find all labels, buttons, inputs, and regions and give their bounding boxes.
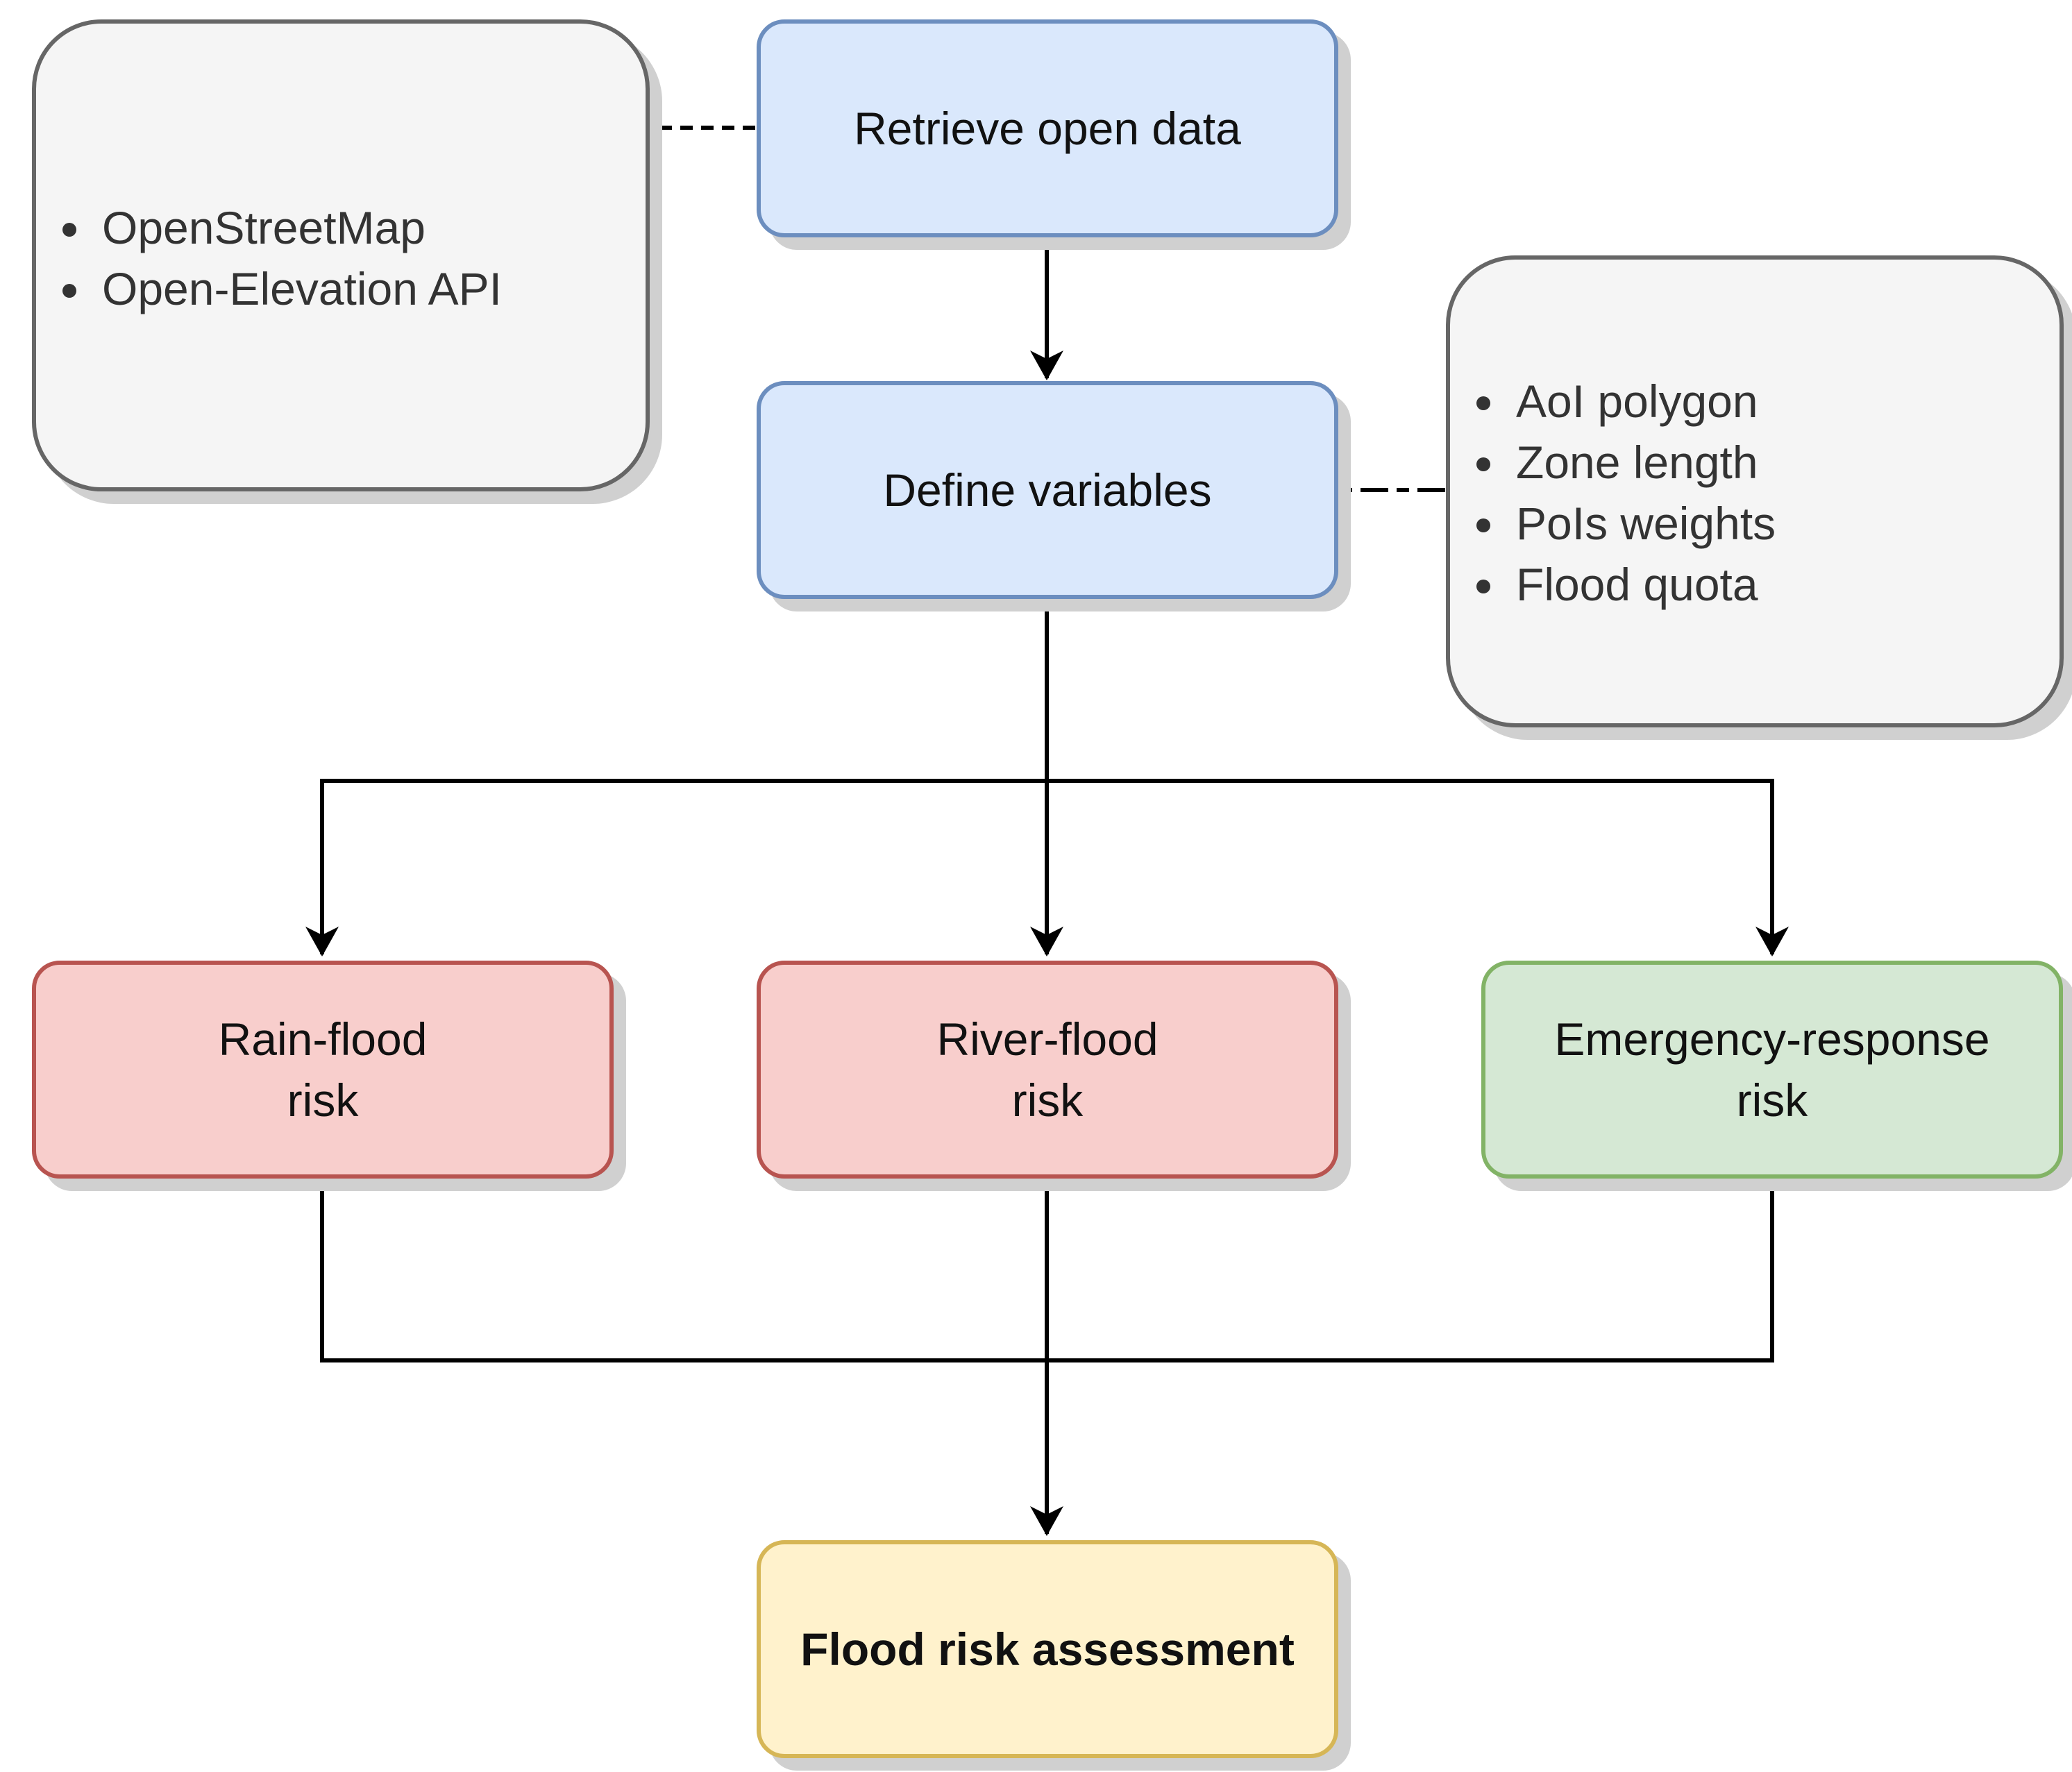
variables-note: AoI polygon Zone length PoIs weights Flo… bbox=[1446, 255, 2064, 727]
define-variables-label: Define variables bbox=[883, 464, 1212, 516]
variable-item: Zone length bbox=[1509, 432, 1776, 493]
river-flood-risk-box[interactable]: River-flood risk bbox=[757, 961, 1338, 1179]
emergency-response-risk-label: Emergency-response risk bbox=[1554, 1013, 1990, 1126]
arrowhead-assessment bbox=[1030, 1506, 1063, 1536]
branch-line bbox=[320, 779, 1774, 954]
rain-flood-risk-box[interactable]: Rain-flood risk bbox=[32, 961, 614, 1179]
flood-risk-assessment-box[interactable]: Flood risk assessment bbox=[757, 1540, 1338, 1758]
arrowhead-emergency bbox=[1755, 927, 1789, 956]
variables-list: AoI polygon Zone length PoIs weights Flo… bbox=[1450, 371, 1776, 615]
define-variables-box[interactable]: Define variables bbox=[757, 381, 1338, 599]
arrowhead-river bbox=[1030, 927, 1063, 956]
river-flood-risk-label: River-flood risk bbox=[936, 1013, 1159, 1126]
retrieve-open-data-label: Retrieve open data bbox=[854, 103, 1241, 154]
variable-item: AoI polygon bbox=[1509, 371, 1776, 432]
variable-item: PoIs weights bbox=[1509, 493, 1776, 554]
data-sources-note: OpenStreetMap Open-Elevation API bbox=[32, 19, 650, 491]
variable-item: Flood quota bbox=[1509, 554, 1776, 615]
emergency-response-risk-box[interactable]: Emergency-response risk bbox=[1481, 961, 2063, 1179]
data-source-item: OpenStreetMap bbox=[95, 197, 502, 258]
arrowhead-rain bbox=[305, 927, 339, 956]
rain-flood-risk-label: Rain-flood risk bbox=[218, 1013, 428, 1126]
arrowhead-define bbox=[1030, 351, 1063, 380]
data-sources-list: OpenStreetMap Open-Elevation API bbox=[36, 197, 502, 319]
retrieve-open-data-box[interactable]: Retrieve open data bbox=[757, 19, 1338, 237]
data-source-item: Open-Elevation API bbox=[95, 258, 502, 319]
flood-risk-assessment-label: Flood risk assessment bbox=[800, 1623, 1295, 1675]
